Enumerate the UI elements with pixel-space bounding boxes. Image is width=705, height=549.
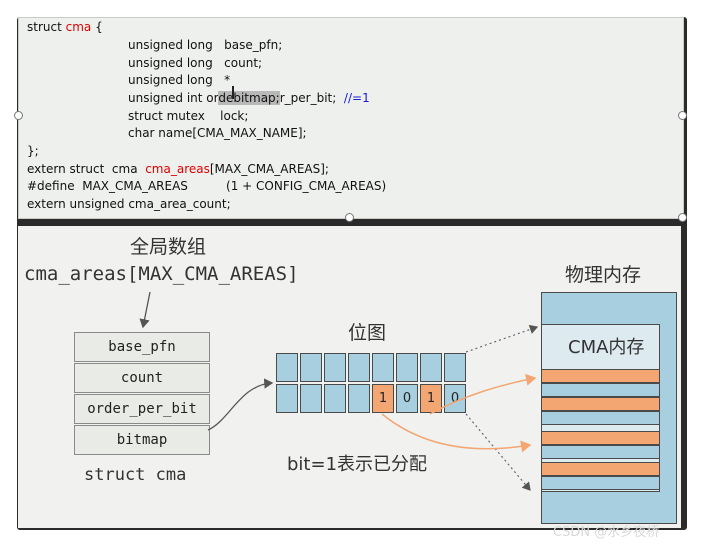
struct-cma-label: struct cma [84,465,187,485]
dotted-line-cma-start [465,324,539,353]
code-struct-name: cma [65,20,92,34]
code-text: r_per_bit; [279,91,344,105]
code-text: unsigned int or [128,91,219,105]
code-comment: //=1 [343,91,370,105]
code-text: extern struct cma [27,162,146,176]
mem-page-allocated [541,397,660,411]
code-keyword: struct [27,20,66,34]
code-line-name: char name[CMA_MAX_NAME]; [128,126,307,140]
code-line-base-pfn: unsigned long base_pfn; [128,38,283,52]
struct-field-count: count [74,363,210,393]
bitmap-cell [396,353,418,382]
code-line-define: #define MAX_CMA_AREAS (1 + CONFIG_CMA_AR… [27,179,387,193]
bitmap-cell [348,384,370,413]
struct-field-order-per-bit: order_per_bit [74,394,210,424]
struct-field-base-pfn: base_pfn [74,332,210,362]
cma-memory-label: CMA内存 [568,337,645,358]
code-line-extern-count: extern unsigned cma_area_count; [27,197,231,211]
bitmap-cell [444,353,466,382]
code-brace: { [91,20,103,34]
code-line-struct: struct cma { [27,20,103,34]
bitmap-cell [300,384,322,413]
cma-areas-label: cma_areas[MAX_CMA_AREAS] [24,263,299,285]
code-line-close: }; [27,144,39,158]
bitmap-cell [372,353,394,382]
mem-page-allocated [541,369,660,383]
watermark: CSDN @水乡夜桥 [553,525,660,540]
code-text: [MAX_CMA_AREAS]; [209,162,329,176]
text-cursor-icon [232,86,234,99]
bitmap-cell [276,384,298,413]
bitmap-cell [348,353,370,382]
bitmap-cell: 0 [396,384,418,413]
code-panel [18,17,684,219]
bitmap-cell [420,353,442,382]
arrow-bit-to-page-1 [381,413,532,453]
arrow-bit-to-page-2 [429,373,537,415]
resize-handle-left[interactable] [14,111,23,120]
arrow-array-to-struct [139,291,151,329]
mem-page-free [541,476,660,490]
code-line-order-per-bit: unsigned int ordebitmap;r_per_bit; //=1 [128,91,370,105]
bitmap-cell [324,384,346,413]
bitmap-cell [276,353,298,382]
mem-page-allocated [541,431,660,445]
bitmap-title: 位图 [348,322,387,344]
code-line-bitmap-ptr: unsigned long * [128,73,231,87]
struct-field-bitmap: bitmap [74,425,210,455]
mem-page-free [541,411,660,425]
resize-handle-bottom[interactable] [345,213,354,222]
arrow-bitmap-pointer [207,378,274,431]
dotted-line-cma-end [465,413,531,491]
mem-page-free [541,445,660,459]
bitmap-cell [300,353,322,382]
code-line-extern-cma-areas: extern struct cma cma_areas[MAX_CMA_AREA… [27,162,329,176]
bitmap-cell: 1 [372,384,394,413]
bit-note: bit=1表示已分配 [287,454,428,475]
resize-handle-right[interactable] [678,111,687,120]
code-line-lock: struct mutex lock; [128,109,249,123]
mem-page-free [541,383,660,397]
resize-handle-corner[interactable] [678,213,687,222]
physical-memory-title: 物理内存 [565,264,642,286]
bitmap-cell [324,353,346,382]
code-array-name: cma_areas [145,162,210,176]
bitmap-cell: 1 [420,384,442,413]
code-line-count: unsigned long count; [128,56,263,70]
global-array-title: 全局数组 [130,236,207,258]
mem-page-allocated [541,462,660,476]
